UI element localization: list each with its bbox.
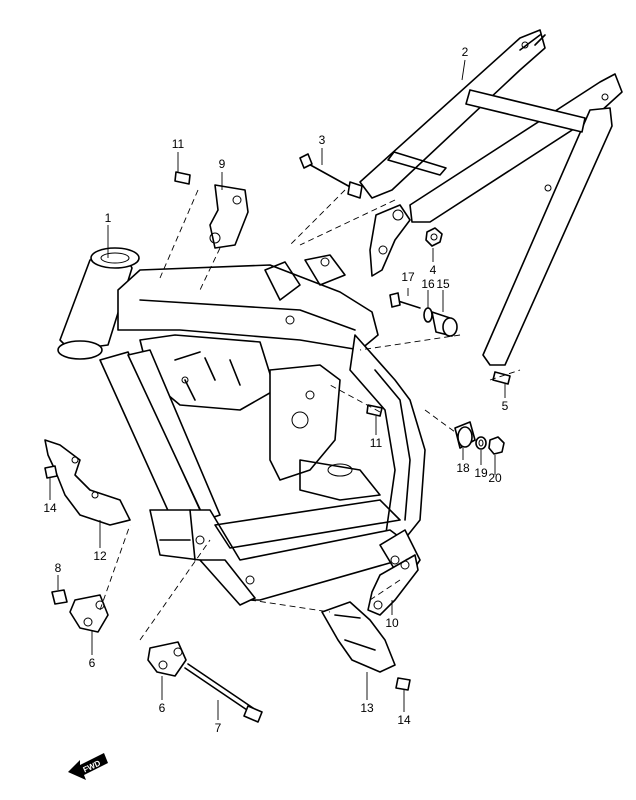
- nut-4: [425, 227, 443, 247]
- bolt-14-left: [44, 465, 58, 479]
- callout-17: 17: [401, 270, 415, 284]
- callout-4: 4: [430, 263, 437, 277]
- rear-subframe: [359, 29, 623, 366]
- bolt-11-upper: [174, 171, 191, 185]
- washer-16: [423, 307, 433, 323]
- bracket-6-lower: [147, 641, 187, 677]
- callout-5: 5: [502, 399, 509, 413]
- callout-18: 18: [456, 461, 470, 475]
- fwd-label: FWD: [82, 759, 103, 775]
- fwd-arrow-icon: FWD: [68, 753, 108, 780]
- callout-14-left: 14: [43, 501, 57, 515]
- callout-9: 9: [219, 157, 226, 171]
- cover-plate-12: [44, 439, 131, 526]
- main-frame: [57, 247, 426, 606]
- guard-plate-13: [321, 601, 396, 673]
- callout-10: 10: [385, 616, 399, 630]
- bolt-7: [184, 663, 263, 723]
- bolt-3: [299, 153, 363, 199]
- bolt-14-right: [395, 677, 411, 691]
- callout-13: 13: [360, 701, 374, 715]
- callout-labels: 1 2 3 4 5 6 6 7 8 9 10 11 11 12 13 14 14…: [43, 45, 508, 735]
- callout-19: 19: [474, 466, 488, 480]
- callout-7: 7: [215, 721, 222, 735]
- leader-lines: [49, 59, 506, 720]
- callout-6-lower: 6: [159, 701, 166, 715]
- bracket-9: [209, 184, 249, 249]
- nut-20: [488, 436, 505, 455]
- callout-12: 12: [93, 549, 107, 563]
- washer-19: [475, 436, 487, 450]
- bushing-15: [431, 311, 458, 337]
- callout-16: 16: [421, 277, 435, 291]
- callout-3: 3: [319, 133, 326, 147]
- callout-1: 1: [105, 211, 112, 225]
- callout-6-left: 6: [89, 656, 96, 670]
- callout-8: 8: [55, 561, 62, 575]
- bracket-6-left: [69, 594, 109, 633]
- bolt-11-middle: [366, 404, 383, 417]
- bushing-18: [454, 421, 476, 449]
- callout-14-right: 14: [397, 713, 411, 727]
- callout-11-middle: 11: [370, 436, 383, 450]
- bracket-10: [367, 554, 419, 616]
- bolt-17: [389, 292, 421, 309]
- bolt-8: [51, 589, 68, 605]
- callout-20: 20: [488, 471, 502, 485]
- callout-2: 2: [462, 45, 469, 59]
- callout-11-upper: 11: [172, 137, 185, 151]
- assembly-lines: [99, 189, 521, 641]
- callout-15: 15: [436, 277, 450, 291]
